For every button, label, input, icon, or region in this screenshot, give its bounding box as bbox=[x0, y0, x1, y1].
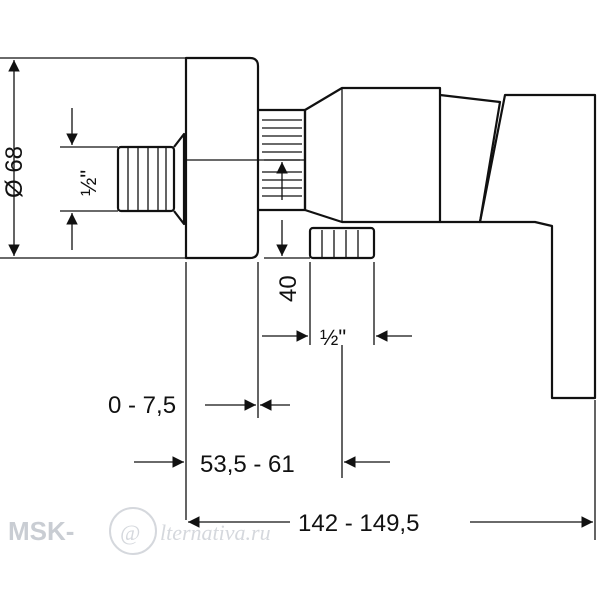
dim-adjust-range: 0 - 7,5 bbox=[108, 262, 290, 520]
dim-diameter-label: Ø 68 bbox=[1, 146, 28, 198]
dim-height-label: 40 bbox=[275, 275, 302, 302]
inlet-cone bbox=[173, 132, 186, 226]
lever-handle bbox=[478, 93, 597, 400]
watermark-domain: lternativa.ru bbox=[160, 520, 271, 545]
watermark-at: @ bbox=[120, 520, 140, 545]
watermark-circle bbox=[109, 507, 157, 555]
dim-total-length: 142 - 149,5 bbox=[188, 400, 596, 540]
dim-adjust-range-label: 0 - 7,5 bbox=[108, 392, 176, 419]
dim-inlet-thread: ½" bbox=[60, 108, 118, 250]
valve-body bbox=[303, 86, 442, 224]
dim-inlet-thread-label: ½" bbox=[76, 170, 101, 196]
dim-center-distance: 53,5 - 61 bbox=[134, 345, 390, 478]
dim-center-distance-label: 53,5 - 61 bbox=[200, 451, 295, 478]
nut-ribs bbox=[262, 119, 302, 197]
outlet-thread bbox=[308, 226, 376, 260]
dim-diameter: Ø 68 bbox=[0, 57, 186, 259]
wall-rosette bbox=[184, 56, 260, 260]
inlet-thread-lines bbox=[127, 148, 167, 210]
mixer-drawing bbox=[116, 56, 597, 400]
outlet-thread-lines bbox=[321, 230, 359, 257]
watermark-brand: MSK- bbox=[8, 516, 74, 546]
dim-height: 40 bbox=[264, 159, 310, 302]
inlet-thread bbox=[116, 145, 176, 213]
dim-total-length-label: 142 - 149,5 bbox=[298, 510, 419, 537]
watermark: MSK- @ lternativa.ru bbox=[8, 507, 271, 555]
dim-outlet-thread: ½" bbox=[262, 262, 412, 350]
body-collar bbox=[439, 93, 502, 224]
